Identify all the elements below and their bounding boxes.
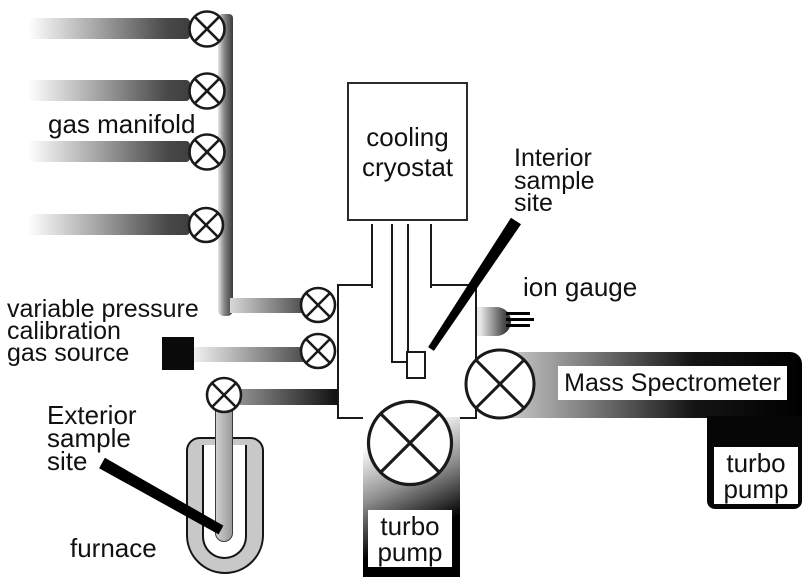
gas-manifold-label: gas manifold — [48, 109, 196, 139]
turbo-pump-right-label-line2: pump — [723, 473, 789, 504]
variable-pressure-line3: gas source — [7, 339, 130, 367]
cooling-cryostat-label-line1: cooling — [366, 121, 449, 152]
interior-sample-site-line1: Interior — [514, 144, 592, 172]
interior-sample-box — [406, 351, 426, 379]
cooling-cryostat-label-line2: cryostat — [361, 151, 454, 182]
manifold-pipe — [218, 14, 233, 316]
calibration-gas-pipe — [194, 347, 306, 362]
exterior-sample-site-label: Exterior sample site — [47, 400, 137, 476]
cryostat-inner-tube — [391, 224, 409, 363]
ion-gauge-filament-line-3 — [506, 324, 530, 327]
variable-pressure-source-label: variable pressure calibration gas source — [7, 295, 199, 367]
ion-gauge-label: ion gauge — [523, 272, 638, 302]
mass-spectrometer-labelbox: Mass Spectrometer — [558, 366, 787, 400]
turbo-pump-bottom-label-line1: turbo — [380, 510, 440, 541]
valve-icon-manifold-chamber — [299, 286, 337, 324]
gas-inlet-pipe-4 — [28, 214, 190, 235]
exterior-sample-site-line1: Exterior — [47, 400, 137, 430]
manifold-chamber-pipe — [230, 298, 306, 313]
gas-inlet-pipe-2 — [28, 80, 190, 101]
variable-pressure-line1: variable pressure — [7, 295, 199, 323]
interior-sample-site-label: Interior sample site — [514, 144, 595, 217]
exterior-sample-pipe — [240, 389, 338, 405]
sample-rod — [215, 408, 233, 542]
exterior-sample-site-line3: site — [47, 446, 88, 476]
furnace-label: furnace — [70, 533, 157, 563]
variable-pressure-line2: calibration — [7, 317, 121, 345]
valve-icon-exterior-sample — [205, 376, 243, 414]
turbo-pump-right-labelbox: turbo pump — [714, 447, 798, 504]
exterior-sample-site-line2: sample — [47, 423, 131, 453]
turbo-pump-bottom-label-line2: pump — [377, 536, 443, 567]
cooling-cryostat-box: cooling cryostat — [347, 82, 468, 221]
interior-sample-site-line2: sample — [514, 166, 595, 195]
valve-icon-calibration — [299, 332, 337, 370]
calibration-gas-source-block — [162, 337, 194, 370]
interior-sample-site-line3: site — [514, 189, 553, 217]
turbo-pump-right-label-line1: turbo — [726, 447, 786, 478]
turbo-pump-bottom-labelbox: turbo pump — [368, 510, 452, 567]
gas-inlet-pipe-1 — [28, 18, 190, 39]
gas-inlet-pipe-3 — [28, 141, 190, 162]
ion-gauge-filament-line-2 — [506, 318, 534, 321]
mass-spectrometer-label: Mass Spectrometer — [564, 368, 781, 397]
ion-gauge-filament-line-1 — [506, 312, 530, 315]
